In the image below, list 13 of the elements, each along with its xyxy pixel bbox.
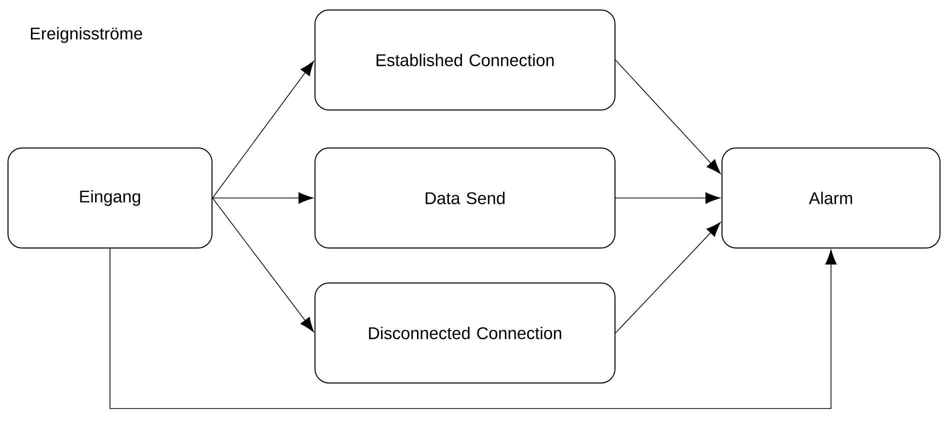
arrow: [212, 192, 314, 204]
arrow: [212, 60, 314, 198]
arrow: [615, 60, 721, 174]
arrow: [110, 248, 837, 409]
arrow: [615, 192, 720, 204]
arrow: [615, 222, 721, 334]
label-text: Ereignisströme: [30, 27, 142, 43]
process-box: Eingang: [8, 148, 212, 248]
arrow: [212, 198, 314, 332]
process-box: Established Connection: [314, 10, 616, 110]
process-box: Alarm: [722, 148, 940, 248]
process-box: Disconnected Connection: [314, 282, 616, 384]
process-box: Data Send: [314, 148, 616, 248]
